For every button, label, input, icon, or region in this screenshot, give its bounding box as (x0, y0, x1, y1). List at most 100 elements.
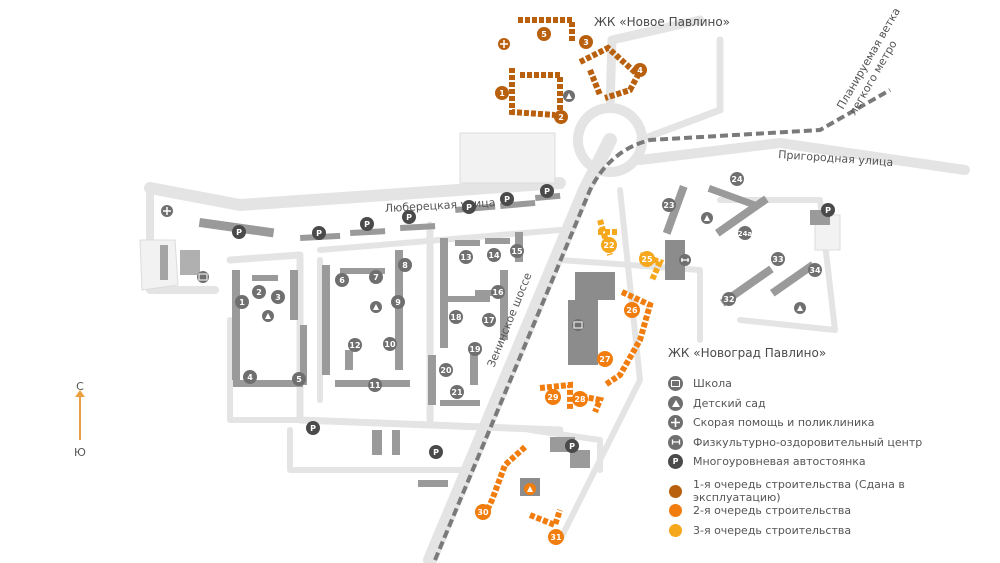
parking-icon: P (306, 421, 320, 435)
parking-icon: P (360, 217, 374, 231)
parking-icon: P (312, 226, 326, 240)
marker-new-3: 3 (579, 35, 593, 49)
parking-icon: P (402, 210, 416, 224)
stage1-dot-icon (669, 484, 682, 498)
marker-building-6: 6 (335, 273, 349, 287)
svg-text:P: P (433, 448, 439, 457)
legend-stage-label: 2-я очередь строительства (693, 504, 852, 518)
legend-item-label: Многоуровневая автостоянка (693, 455, 866, 469)
svg-text:P: P (316, 229, 322, 238)
marker-building-21: 21 (450, 385, 464, 399)
cluster-label-novoe-pavlino: ЖК «Новое Павлино» (594, 15, 731, 29)
marker-building-24a: 24а (738, 226, 753, 240)
marker-building-11: 11 (368, 378, 382, 392)
kindergarten-icon (524, 483, 536, 495)
svg-text:21: 21 (451, 388, 463, 397)
svg-text:19: 19 (469, 345, 481, 354)
svg-text:10: 10 (384, 340, 396, 349)
legend-item-label: Физкультурно-оздоровительный центр (693, 435, 923, 449)
clinic-icon (498, 38, 510, 50)
svg-text:22: 22 (603, 241, 614, 250)
marker-building-8: 8 (398, 258, 412, 272)
svg-text:1: 1 (499, 89, 505, 98)
ground-patches (139, 132, 841, 291)
marker-building-12: 12 (348, 338, 362, 352)
legend-item-label: Скорая помощь и поликлиника (693, 416, 875, 430)
svg-text:2: 2 (256, 288, 262, 297)
legend-item-sports: Физкультурно-оздоровительный центр (668, 433, 988, 453)
legend-item-label: Детский сад (693, 396, 766, 410)
compass: С Ю (68, 380, 92, 460)
marker-building-20: 20 (439, 363, 453, 377)
stage3-dot-icon (669, 523, 682, 537)
svg-text:3: 3 (583, 38, 589, 47)
sports-icon (668, 434, 683, 450)
svg-text:31: 31 (550, 533, 562, 542)
marker-building-23: 23 (662, 198, 676, 212)
marker-building-16: 16 (491, 285, 505, 299)
marker-novograd-30: 30 (475, 504, 491, 520)
svg-text:8: 8 (402, 261, 408, 270)
kindergarten-icon (794, 302, 806, 314)
svg-text:20: 20 (440, 366, 452, 375)
parking-icon: P (565, 439, 579, 453)
marker-building-15: 15 (510, 244, 524, 258)
marker-building-33: 33 (771, 252, 785, 266)
marker-building-24: 24 (730, 172, 744, 186)
parking-icon: P (668, 454, 683, 470)
svg-text:15: 15 (511, 247, 523, 256)
marker-building-18: 18 (449, 310, 463, 324)
svg-text:5: 5 (541, 30, 547, 39)
clinic-icon (668, 415, 683, 431)
metro-line (433, 88, 891, 561)
kindergarten-icon (370, 301, 382, 313)
svg-text:P: P (406, 213, 412, 222)
compass-north-label: С (76, 380, 84, 393)
marker-new-4: 4 (633, 63, 647, 77)
svg-text:23: 23 (663, 201, 674, 210)
svg-text:28: 28 (574, 395, 586, 404)
svg-text:7: 7 (373, 273, 379, 282)
svg-text:P: P (569, 442, 575, 451)
legend-item-school: Школа (668, 374, 988, 394)
svg-text:27: 27 (599, 355, 610, 364)
parking-icon: P (821, 203, 835, 217)
marker-building-13: 13 (459, 250, 473, 264)
road-label-prigorodnaya: Пригородная улица (778, 148, 894, 169)
school-icon (572, 319, 584, 331)
legend-item-parking: P Многоуровневая автостоянка (668, 452, 988, 472)
svg-text:16: 16 (492, 288, 504, 297)
facility-markers (161, 38, 806, 495)
svg-text:9: 9 (395, 298, 401, 307)
legend-item-label: Школа (693, 377, 732, 391)
marker-building-5: 5 (292, 372, 306, 386)
svg-text:5: 5 (296, 375, 302, 384)
kindergarten-icon (668, 395, 683, 411)
svg-text:P: P (825, 206, 831, 215)
svg-text:14: 14 (488, 251, 500, 260)
marker-building-14: 14 (487, 248, 501, 262)
svg-text:30: 30 (477, 508, 489, 517)
svg-text:18: 18 (450, 313, 462, 322)
marker-new-2: 2 (554, 110, 568, 124)
marker-building-19: 19 (468, 342, 482, 356)
legend-title: ЖК «Новоград Павлино» (668, 346, 827, 360)
parking-markers: P P P P P P P P P P P (232, 184, 835, 459)
parking-icon: P (540, 184, 554, 198)
marker-novograd-27: 27 (597, 351, 613, 367)
svg-text:29: 29 (547, 393, 559, 402)
marker-novograd-25: 25 (639, 251, 655, 267)
kindergarten-icon (563, 90, 575, 102)
marker-building-32: 32 (722, 292, 736, 306)
legend: ЖК «Новоград Павлино» Школа Детский сад … (668, 346, 988, 540)
north-arrow-icon (75, 390, 85, 440)
marker-novograd-28: 28 (572, 391, 588, 407)
compass-south-label: Ю (74, 446, 86, 459)
parking-icon: P (462, 200, 476, 214)
marker-novograd-31: 31 (548, 529, 564, 545)
parking-icon: P (429, 445, 443, 459)
sports-icon (679, 254, 691, 266)
svg-text:P: P (504, 195, 510, 204)
svg-text:2: 2 (558, 113, 564, 122)
legend-item-clinic: Скорая помощь и поликлиника (668, 413, 988, 433)
